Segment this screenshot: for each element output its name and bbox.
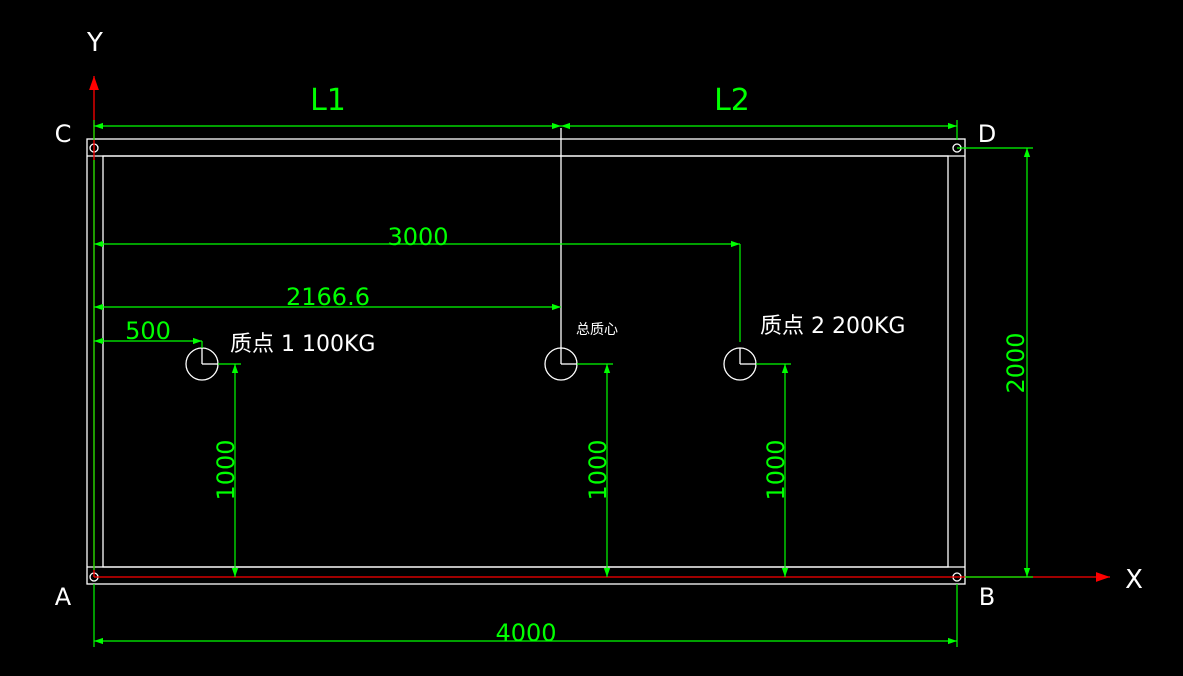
x-axis-label: X <box>1125 565 1143 595</box>
mass-point-1-symbol <box>185 347 219 381</box>
dim-500-label: 500 <box>125 317 171 345</box>
frame <box>86 138 966 585</box>
frame-outer <box>86 138 966 585</box>
dim-1000-point-1-label: 1000 <box>212 439 240 500</box>
dim-1000-point-2-label: 1000 <box>762 439 790 500</box>
dim-2166-label: 2166.6 <box>286 283 370 311</box>
center-of-mass-label: 总质心 <box>576 322 618 338</box>
dim-2000-label: 2000 <box>1002 332 1030 393</box>
center-of-mass-symbol <box>544 128 578 381</box>
corner-label-a: A <box>55 583 72 611</box>
dim-l1-label: L1 <box>310 83 346 118</box>
dim-l2-label: L2 <box>714 83 750 118</box>
mass-point-2-symbol <box>723 347 757 381</box>
dim-4000-label: 4000 <box>495 619 556 647</box>
corner-label-c: C <box>55 120 72 148</box>
mass-point-1-label: 质点 1 100KG <box>230 332 375 357</box>
dim-1000-center-label: 1000 <box>584 439 612 500</box>
dimensions <box>93 120 1033 647</box>
dim-3000-label: 3000 <box>387 223 448 251</box>
corner-label-d: D <box>978 120 996 148</box>
y-axis-label: Y <box>86 28 103 58</box>
corner-label-b: B <box>979 583 995 611</box>
mass-point-2-label: 质点 2 200KG <box>760 314 905 339</box>
frame-inner <box>102 155 949 568</box>
